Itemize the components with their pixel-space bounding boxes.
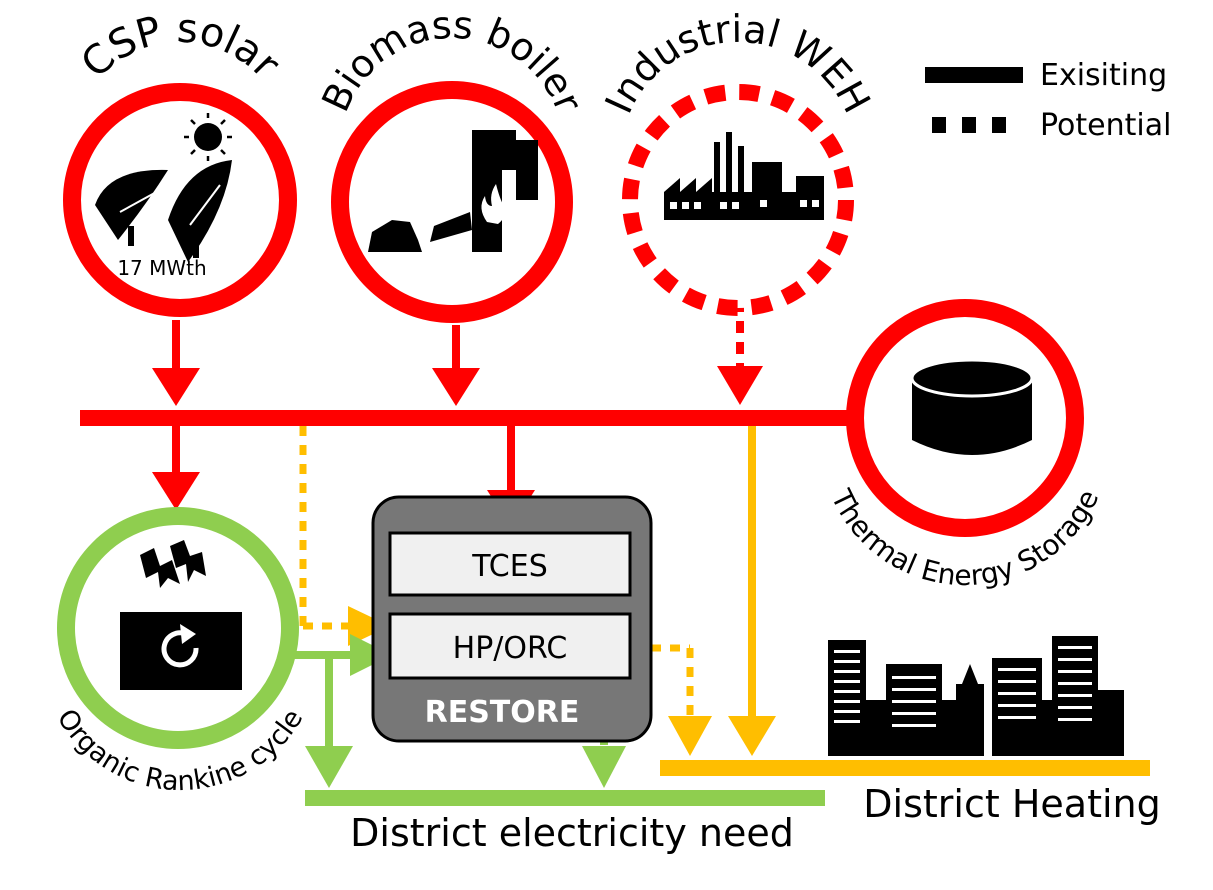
- heat-bus: [80, 410, 890, 426]
- restore-title: RESTORE: [425, 695, 580, 730]
- industrial-weh-node: Industrial WEH: [597, 7, 879, 316]
- thermal-storage-node: Thermal Energy Storage: [824, 299, 1105, 592]
- district-heating-label: District Heating: [863, 782, 1160, 826]
- tank-icon: [910, 358, 1034, 455]
- lightning-icon: [140, 540, 206, 588]
- legend-potential-swatch: [932, 117, 1006, 133]
- city-skyline-icon: [828, 636, 1124, 756]
- csp-solar-label: CSP solar: [73, 6, 289, 88]
- electricity-bus: [305, 790, 825, 806]
- tces-box: TCES: [388, 531, 632, 597]
- legend-existing-label: Exisiting: [1040, 58, 1167, 93]
- factory-icon: [664, 132, 824, 220]
- orc-to-electricity-arrow: [305, 655, 353, 788]
- generator-box: [120, 612, 242, 690]
- legend-potential-label: Potential: [1040, 108, 1171, 143]
- hp-orc-label: HP/ORC: [453, 631, 568, 666]
- flame-icon: [481, 184, 506, 224]
- csp-capacity-label: 17 MWth: [117, 256, 206, 280]
- bus-to-orc-arrow: [152, 424, 200, 510]
- boiler-icon: [368, 130, 538, 252]
- electricity-need-label: District electricity need: [350, 811, 794, 855]
- biomass-to-bus-arrow: [432, 325, 480, 406]
- orc-to-hporc-arrow: [292, 634, 392, 676]
- cycle-icon: [161, 624, 199, 668]
- heating-bus: [660, 760, 1150, 776]
- restore-module: TCES HP/ORC RESTORE: [371, 495, 653, 743]
- biomass-boiler-node: Biomass boiler: [313, 3, 591, 323]
- parabolic-trough-icon: [95, 160, 232, 262]
- csp-solar-node: CSP solar 17 MWth: [63, 6, 297, 317]
- tces-label: TCES: [471, 549, 548, 584]
- industrial-to-bus-arrow: [717, 300, 763, 405]
- orc-node: Organic Rankine cycle: [51, 507, 309, 797]
- sun-icon: [184, 113, 232, 161]
- legend-existing-swatch: [925, 67, 1023, 83]
- hp-orc-box: HP/ORC: [388, 612, 632, 680]
- legend: Exisiting Potential: [925, 58, 1171, 143]
- csp-to-bus-arrow: [152, 320, 200, 406]
- bus-to-hporc-potential: [299, 426, 390, 646]
- bus-to-heating-arrow: [728, 426, 776, 756]
